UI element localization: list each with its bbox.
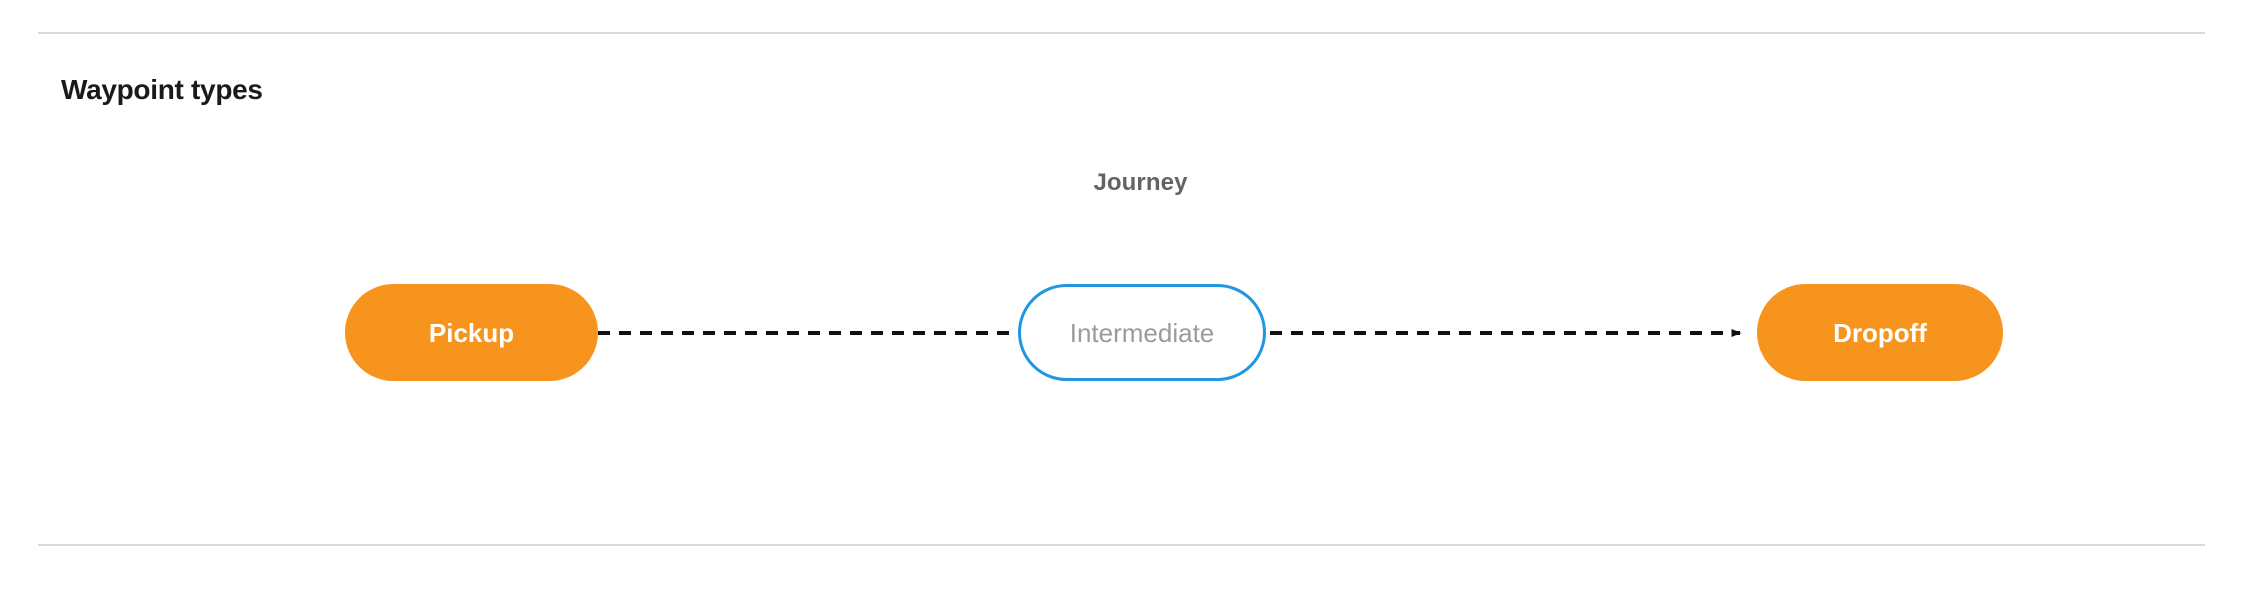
diagram-node-intermediate[interactable]: Intermediate [1018,284,1266,381]
diagram-node-dropoff[interactable]: Dropoff [1757,284,2003,381]
diagram-graph-label-text: Journey [1093,169,1188,196]
diagram-node-dropoff-label: Dropoff [1833,317,1927,348]
diagram-node-pickup[interactable]: Pickup [345,284,598,381]
diagram-graph-label: Journey [0,168,2245,198]
diagram-node-intermediate-label: Intermediate [1069,317,1215,348]
section-divider-top [38,32,2205,34]
page-title: Waypoint types [61,74,263,106]
diagram-node-pickup-label: Pickup [428,317,515,348]
section-divider-bottom [38,544,2205,546]
